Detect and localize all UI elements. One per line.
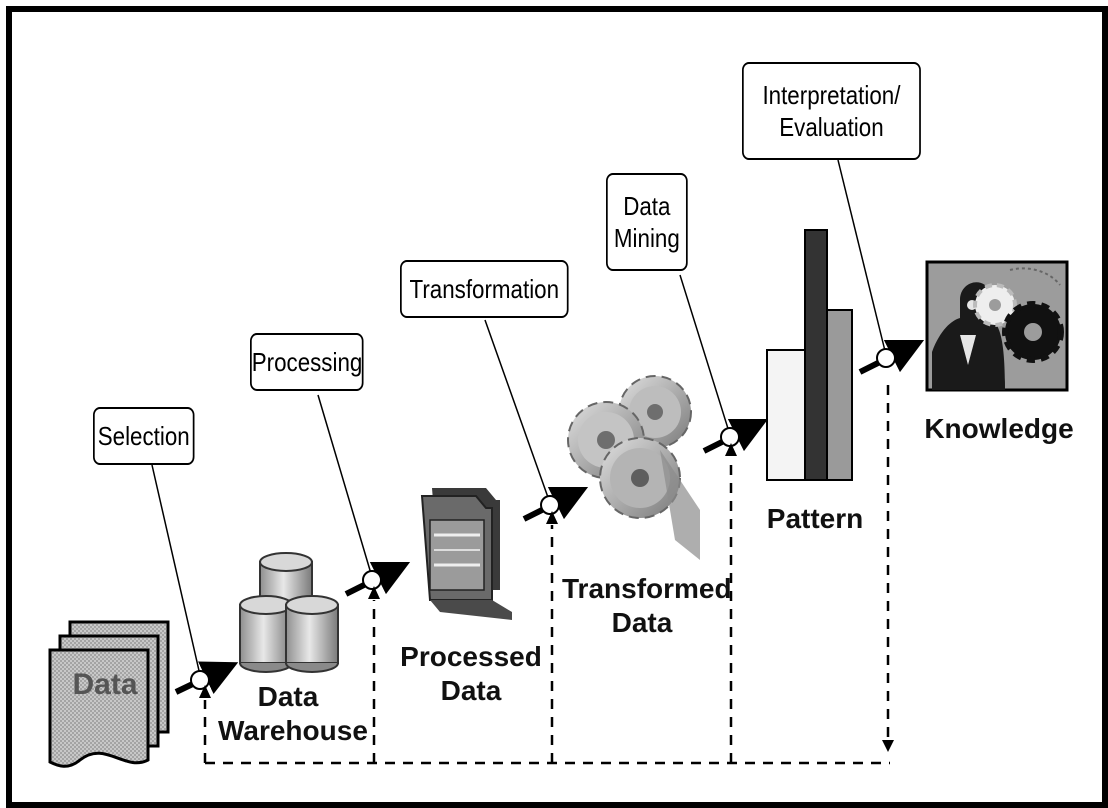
callout-leaders [151,159,887,676]
callout-processing: Processing [250,333,364,391]
stage-processed-line1: Processed [400,641,542,672]
arrow-data-mining [702,418,769,454]
stage-warehouse-line2: Warehouse [218,715,368,746]
callout-interpretation-line1: Interpretation/ [762,80,901,110]
feedback-loop [203,385,890,765]
stage-processed-label: Processed Data [396,640,546,708]
callout-interpretation: Interpretation/ Evaluation [742,62,921,160]
processed-data-folder-icon [420,488,512,620]
stage-transformed-line2: Data [611,607,673,638]
pattern-bar-mid [826,309,853,481]
callout-data-mining-line1: Data [623,191,671,221]
callout-selection-label: Selection [97,421,190,451]
transformed-data-gears-icon [567,375,700,560]
stage-data-label: Data [60,668,150,702]
arrow-selection [174,661,239,695]
stage-data-text: Data [72,668,138,701]
stage-processed-line2: Data [440,675,502,706]
step-arrows [174,339,925,695]
arrow-transformation [522,486,589,522]
pattern-bar-light [766,349,806,481]
stage-pattern-label: Pattern [755,502,875,536]
callout-transformation-label: Transformation [409,274,560,304]
stage-knowledge-label: Knowledge [924,412,1074,446]
stage-warehouse-label: Data Warehouse [218,680,368,748]
callout-interpretation-line2: Evaluation [779,112,884,142]
diagram-frame [6,6,1108,808]
arrow-processing [344,561,411,597]
knowledge-picture-icon [925,260,1069,392]
callout-transformation: Transformation [400,260,569,318]
stage-transformed-label: Transformed Data [562,572,732,640]
feedback-arrowheads [199,443,894,752]
callout-data-mining: Data Mining [606,173,688,271]
pattern-bar-chart-icon [766,229,853,481]
stage-knowledge-text: Knowledge [924,413,1074,444]
arrow-interpretation [858,339,925,375]
stage-pattern-text: Pattern [766,503,864,534]
stage-warehouse-line1: Data [257,681,319,712]
pattern-bar-dark [804,229,828,481]
data-warehouse-icon [239,552,339,673]
callout-selection: Selection [93,407,195,465]
callout-data-mining-line2: Mining [613,223,680,253]
data-documents-icon [48,620,170,768]
callout-processing-label: Processing [251,347,363,377]
stage-transformed-line1: Transformed [562,573,732,604]
